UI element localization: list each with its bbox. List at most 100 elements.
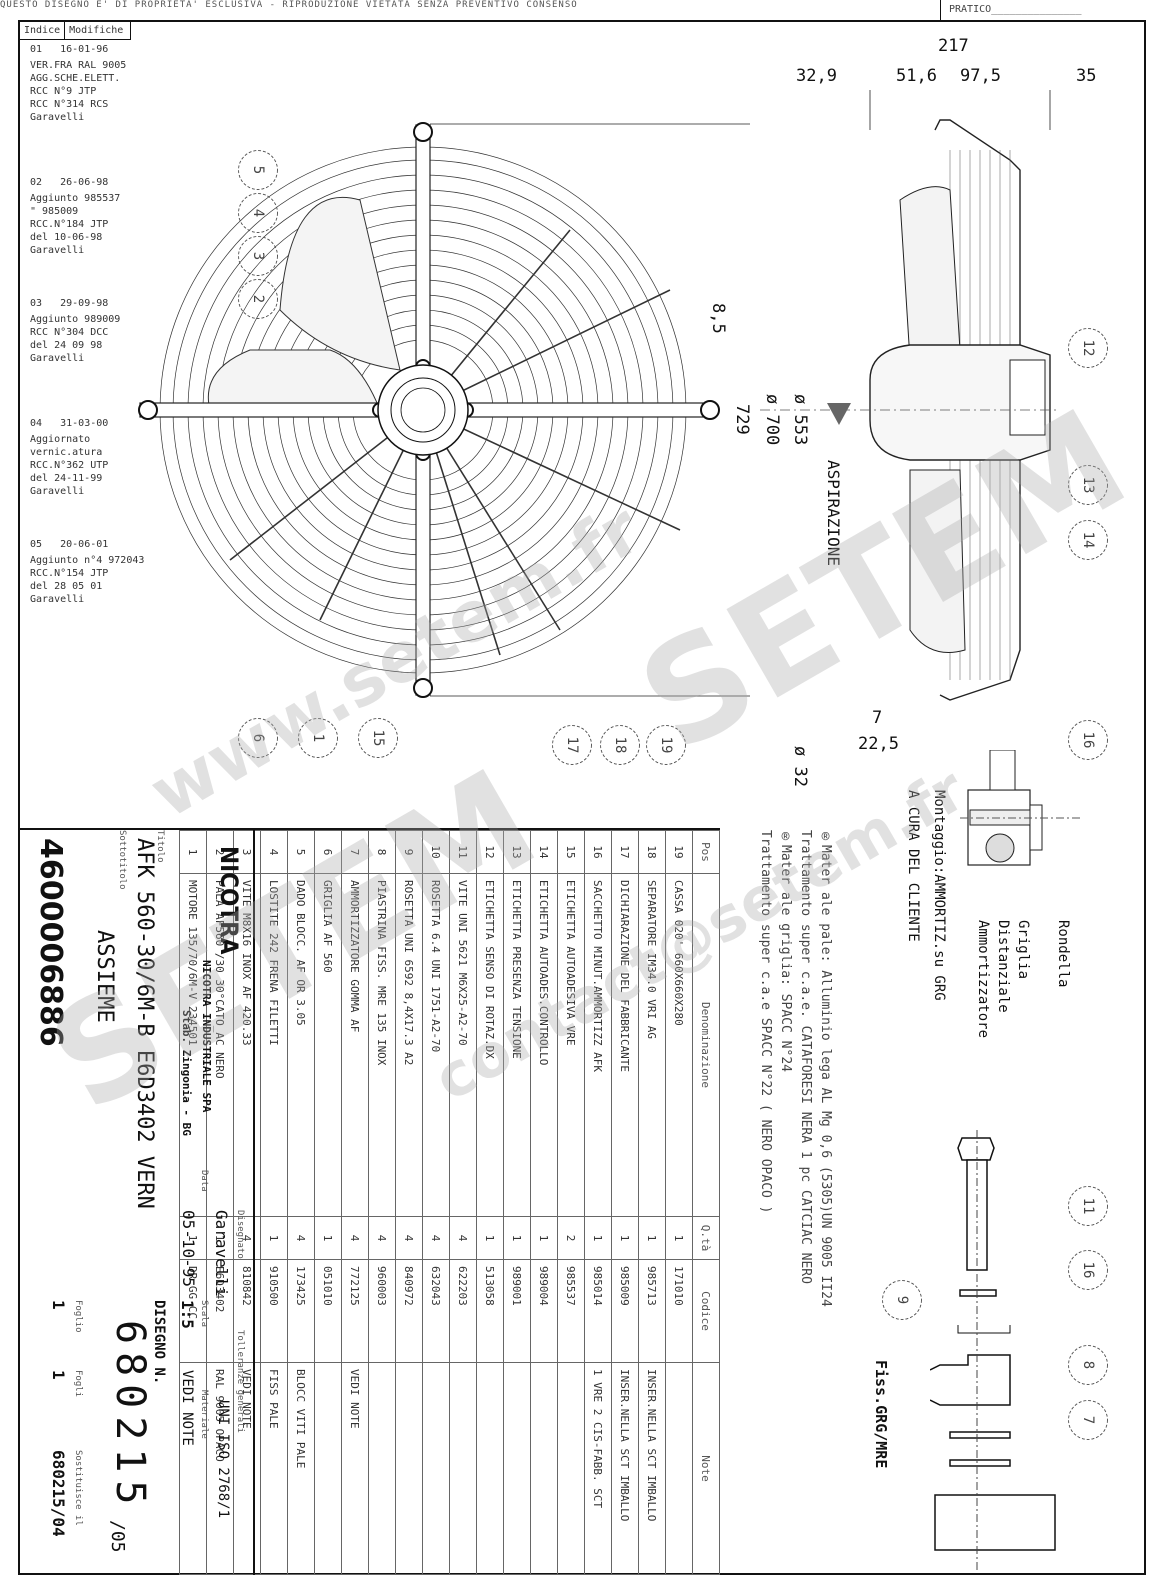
scale: 1:5 — [178, 1300, 197, 1329]
part-code: 622203 — [449, 1259, 477, 1363]
part-code: 173425 — [287, 1259, 315, 1363]
fixing-exploded-view — [930, 1130, 1056, 1570]
part-note — [557, 1362, 585, 1575]
balloon-9: 9 — [882, 1280, 922, 1320]
part-note — [368, 1362, 396, 1575]
sheets: 1 — [49, 1370, 68, 1380]
part-note — [503, 1362, 531, 1575]
part-pos: 17 — [611, 830, 639, 874]
part-desc: ROSETTA 6.4 UNI 1751-A2-70 — [422, 873, 450, 1217]
part-qty: 4 — [422, 1216, 450, 1260]
article-code: 4600006886 — [33, 838, 68, 1047]
parts-header-3: Codice — [692, 1259, 720, 1363]
part-code: 985537 — [557, 1259, 585, 1363]
title-block: NICOTRA NICOTRA INDUSTRIALE SPA Stab. Zi… — [18, 830, 255, 1575]
scale-label: Scala — [199, 1300, 209, 1328]
tolerance: UNI ISO 2768/1 — [215, 1400, 231, 1519]
designer-label: Disegnato — [235, 1210, 245, 1259]
part-pos: 4 — [260, 830, 288, 874]
part-code: 960003 — [368, 1259, 396, 1363]
balloon-1: 1 — [298, 718, 338, 758]
dim-51-6: 51,6 — [896, 66, 937, 86]
note-grille-treatment: Trattamento super c.a.e SPACC N°22 ( NER… — [758, 830, 773, 1214]
part-qty: 1 — [503, 1216, 531, 1260]
part-note — [476, 1362, 504, 1575]
balloon-12: 12 — [1068, 328, 1108, 368]
parts-header-2: Q.tà — [692, 1216, 720, 1260]
drawing-frame — [18, 20, 1146, 1575]
part-note — [449, 1362, 477, 1575]
part-desc: ETICHETTA AUTOADES.CONTROLLO — [530, 873, 558, 1217]
replaces: 680215/04 — [49, 1450, 68, 1537]
revision-table: Indice Modifiche 01 16-01-96 VER.FRA RAL… — [20, 22, 170, 606]
designer: Garavelli — [212, 1210, 231, 1297]
rondella-label: Rondella — [1055, 920, 1071, 988]
part-desc: SACCHETTO MINUT.AMMORTIZZ AFK — [584, 873, 612, 1217]
balloon-8: 8 — [1068, 1345, 1108, 1385]
part-note: VEDI NOTE — [341, 1362, 369, 1575]
part-qty: 4 — [395, 1216, 423, 1260]
company-name: NICOTRA INDUSTRIALE SPA — [200, 960, 213, 1113]
balloon-13: 13 — [1068, 465, 1108, 505]
part-pos: 18 — [638, 830, 666, 874]
balloon-2: 2 — [238, 279, 278, 319]
revision-01: 01 16-01-96 VER.FRA RAL 9005 AGG.SCHE.EL… — [30, 44, 127, 123]
part-desc: PIASTRINA FISS. MRE 135 INOX — [368, 873, 396, 1217]
date: 05-10-95 — [179, 1210, 198, 1288]
revision-02: 02 26-06-98 Aggiunto 985537 " 985009 RCC… — [30, 177, 121, 256]
dim-35: 35 — [1076, 66, 1097, 86]
aspirazione-label: ASPIRAZIONE — [824, 460, 843, 566]
balloon-17: 17 — [552, 725, 592, 765]
nicotra-logo: NICOTRA — [215, 846, 243, 955]
balloon-3: 3 — [238, 236, 278, 276]
a-cura-label: A CURA DEL CLIENTE — [905, 790, 921, 942]
sheets-label: Fogli — [73, 1370, 83, 1398]
drawing-subtitle: ASSIEME — [92, 930, 117, 1023]
part-pos: 19 — [665, 830, 693, 874]
part-desc: SEPARATORE IM34.0 VRI AG — [638, 873, 666, 1217]
sheet: 1 — [49, 1300, 68, 1310]
part-pos: 12 — [476, 830, 504, 874]
part-desc: VITE UNI 5621 M6X25-A2-70 — [449, 873, 477, 1217]
part-qty: 1 — [584, 1216, 612, 1260]
subtitle-label: Sottotitolo — [117, 830, 127, 890]
revision-header: Indice Modifiche — [20, 22, 131, 40]
replaces-label: Sostituisce il — [73, 1450, 83, 1526]
part-note — [395, 1362, 423, 1575]
part-note — [530, 1362, 558, 1575]
part-code: 985014 — [584, 1259, 612, 1363]
parts-header-4: Note — [692, 1362, 720, 1575]
balloon-11: 11 — [1068, 1186, 1108, 1226]
ammortizzatore-label: Ammortizzatore — [975, 920, 991, 1039]
dim-dia-32: ø 32 — [790, 746, 810, 787]
dim-8-5: 8,5 — [708, 303, 728, 334]
part-qty: 1 — [314, 1216, 342, 1260]
balloon-14: 14 — [1068, 520, 1108, 560]
part-code: 985009 — [611, 1259, 639, 1363]
fiss-label: Fiss.GRG/MRE — [872, 1360, 890, 1469]
part-desc: ROSETTA UNI 6592 8,4X17.3 A2 — [395, 873, 423, 1217]
balloon-19: 19 — [646, 725, 686, 765]
part-note — [314, 1362, 342, 1575]
part-pos: 11 — [449, 830, 477, 874]
pratico-field: PRATICO_______________ — [940, 0, 1146, 20]
dim-22-5: 22,5 — [858, 734, 899, 754]
distanziale-label: Distanziale — [995, 920, 1011, 1013]
part-qty: 1 — [476, 1216, 504, 1260]
balloon-18: 18 — [600, 725, 640, 765]
dim-32-9: 32,9 — [796, 66, 837, 86]
revision-03: 03 29-09-98 Aggiunto 989009 RCC N°304 DC… — [30, 298, 121, 364]
part-qty: 1 — [638, 1216, 666, 1260]
dim-97-5: 97,5 — [960, 66, 1001, 86]
sheet-label: Foglio — [73, 1300, 83, 1333]
